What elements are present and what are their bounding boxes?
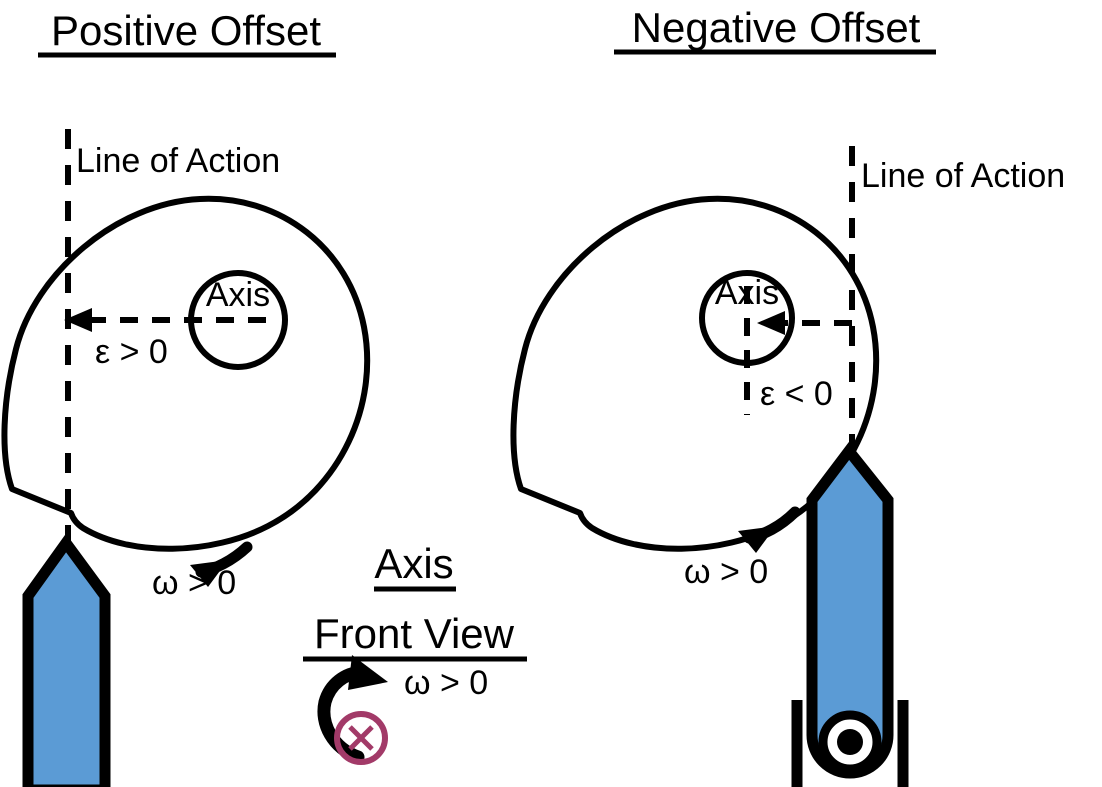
left-line-of-action-label: Line of Action xyxy=(76,142,280,180)
right-omega-arrowhead xyxy=(738,526,776,553)
center-omega-label: ω > 0 xyxy=(404,664,488,702)
right-cam-profile xyxy=(510,195,880,552)
center-cross-symbol-stroke-2 xyxy=(348,725,374,751)
right-axis-label: Axis xyxy=(715,274,779,312)
center-title-line1: Axis xyxy=(374,540,453,587)
right-offset-arrowhead xyxy=(757,311,785,335)
right-axis-circle xyxy=(699,270,795,366)
right-offset-label: ε < 0 xyxy=(760,375,833,413)
right-follower-pivot-dot xyxy=(837,729,863,755)
left-cam-profile xyxy=(1,195,371,552)
right-line-of-action-label: Line of Action xyxy=(861,157,1065,195)
right-omega-label: ω > 0 xyxy=(684,553,768,591)
left-panel-title: Positive Offset xyxy=(51,7,321,54)
right-panel-title: Negative Offset xyxy=(632,4,921,51)
left-omega-label: ω > 0 xyxy=(152,564,236,602)
left-follower[interactable] xyxy=(22,533,111,787)
left-offset-label: ε > 0 xyxy=(95,333,168,371)
center-cross-symbol-circle xyxy=(334,711,388,765)
center-omega-arrowhead xyxy=(348,655,388,690)
left-omega-arrowhead xyxy=(190,560,228,587)
left-axis-label: Axis xyxy=(206,276,270,314)
left-offset-arrowhead xyxy=(64,308,92,332)
center-title-line2: Front View xyxy=(314,610,515,657)
